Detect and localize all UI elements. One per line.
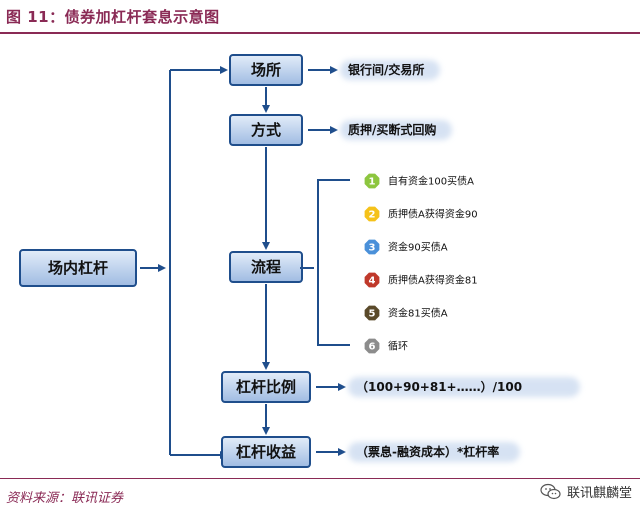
- result-text: （100+90+81+……）/100: [356, 379, 522, 394]
- process-step-4: 4 质押债A获得资金81: [364, 272, 478, 288]
- step-badge: [364, 173, 380, 189]
- source-note: 资料来源：联讯证券: [6, 491, 124, 506]
- flow-result-method: 质押/买断式回购: [340, 120, 452, 140]
- flow-result-ratio: （100+90+81+……）/100: [348, 377, 580, 397]
- step-badge: [364, 239, 380, 255]
- process-step-3: 3 资金90买债A: [364, 239, 448, 255]
- flow-node-method: 方式: [229, 114, 303, 146]
- process-step-1: 1 自有资金100买债A: [364, 173, 474, 189]
- step-text: 自有资金100买债A: [388, 175, 474, 188]
- step-number: 2: [369, 210, 376, 221]
- watermark: 联讯麒麟堂: [540, 482, 632, 501]
- process-step-2: 2 质押债A获得资金90: [364, 206, 478, 222]
- flow-node-label: 流程: [251, 258, 281, 276]
- wechat-icon: [540, 483, 561, 499]
- step-number: 1: [369, 177, 376, 188]
- result-text: （票息-融资成本）*杠杆率: [356, 444, 499, 459]
- step-text: 循环: [388, 340, 408, 353]
- step-number: 5: [369, 309, 376, 320]
- step-text: 资金81买债A: [388, 307, 448, 320]
- step-text: 质押债A获得资金90: [388, 208, 478, 221]
- process-bracket: [317, 179, 350, 346]
- result-text: 质押/买断式回购: [348, 122, 436, 137]
- step-badge: [364, 305, 380, 321]
- step-text: 资金90买债A: [388, 241, 448, 254]
- step-number: 6: [369, 342, 376, 353]
- flow-result-venue: 银行间/交易所: [340, 60, 440, 80]
- flow-node-label: 场所: [251, 61, 281, 79]
- process-step-6: 6 循环: [364, 338, 408, 354]
- root-node-label: 场内杠杆: [48, 259, 108, 277]
- step-number: 3: [369, 243, 376, 254]
- flow-node-label: 方式: [251, 121, 281, 139]
- step-number: 4: [369, 276, 376, 287]
- footer-divider: [0, 478, 640, 479]
- flow-node-label: 杠杆比例: [236, 378, 296, 396]
- figure-title: 图 11：债券加杠杆套息示意图: [6, 8, 220, 26]
- step-badge: [364, 272, 380, 288]
- root-node-box: 场内杠杆: [19, 249, 137, 287]
- flow-node-label: 杠杆收益: [236, 443, 296, 461]
- step-badge: [364, 338, 380, 354]
- step-text: 质押债A获得资金81: [388, 274, 478, 287]
- title-divider: [0, 32, 640, 34]
- process-step-5: 5 资金81买债A: [364, 305, 448, 321]
- watermark-text: 联讯麒麟堂: [566, 486, 632, 501]
- flow-node-ratio: 杠杆比例: [221, 371, 311, 403]
- result-text: 银行间/交易所: [348, 62, 424, 77]
- step-badge: [364, 206, 380, 222]
- flow-node-return: 杠杆收益: [221, 436, 311, 468]
- flow-node-process: 流程: [229, 251, 303, 283]
- flow-result-return: （票息-融资成本）*杠杆率: [348, 442, 520, 462]
- flow-node-venue: 场所: [229, 54, 303, 86]
